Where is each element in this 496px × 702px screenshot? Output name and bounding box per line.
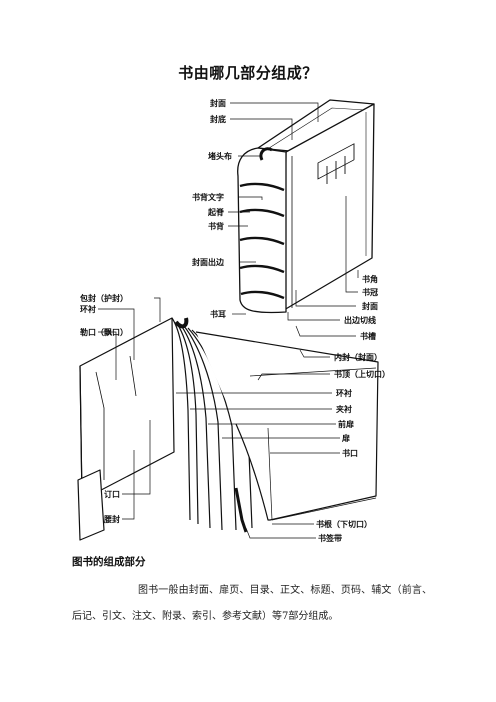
label-fore-edge: 书口 (342, 448, 358, 458)
label-ear: 书耳 (210, 309, 226, 319)
label-front-fly: 前扉 (338, 419, 354, 429)
label-cover-right: 封面 (362, 301, 378, 311)
label-headband: 堵头布 (208, 151, 232, 161)
label-inner-cover: 内封（封面） (334, 352, 382, 362)
label-spine-text: 书背文字 (192, 192, 224, 202)
label-back-cover: 封底 (210, 114, 226, 124)
label-raised-band: 起脊 (207, 207, 225, 217)
label-spine: 书背 (208, 221, 224, 231)
section-heading: 图书的组成部分 (72, 556, 146, 568)
page-title: 书由哪几部分组成？ (178, 64, 318, 82)
label-gutter: 订口 (104, 489, 120, 499)
open-book-illustration (77, 317, 379, 541)
closed-book-illustration (237, 99, 375, 314)
label-flap: 勒口（飘口） (80, 327, 128, 337)
label-jacket: 包封（护封） (79, 293, 128, 303)
label-crown: 书冠 (362, 287, 378, 297)
label-cover: 封面 (210, 98, 226, 108)
label-head-edge: 书顶（上切口） (334, 369, 390, 379)
label-endpaper: 环衬 (80, 304, 96, 314)
leader-lines (98, 102, 359, 539)
diagram-labels: 封面 封底 堵头布 书背文字 起脊 书背 封面出边 书角 书冠 封面 出边切线 … (79, 98, 390, 543)
label-interleaf: 夹衬 (336, 404, 352, 414)
label-bookmark-ribbon: 书签带 (318, 533, 342, 543)
label-cover-overhang: 封面出边 (192, 257, 225, 267)
label-endpaper-right: 环衬 (336, 388, 352, 398)
label-corner: 书角 (362, 274, 378, 284)
label-belly-band: 腰封 (103, 514, 120, 524)
label-overhang-line: 出边切线 (344, 315, 376, 325)
label-groove: 书槽 (360, 331, 376, 341)
body-paragraph: 图书一般由封面、扉页、目录、正文、标题、页码、辅文（前言、后记、引文、注文、附录… (72, 585, 432, 622)
label-fly: 扉 (341, 433, 350, 443)
label-foot-edge: 书根（下切口） (316, 519, 372, 529)
